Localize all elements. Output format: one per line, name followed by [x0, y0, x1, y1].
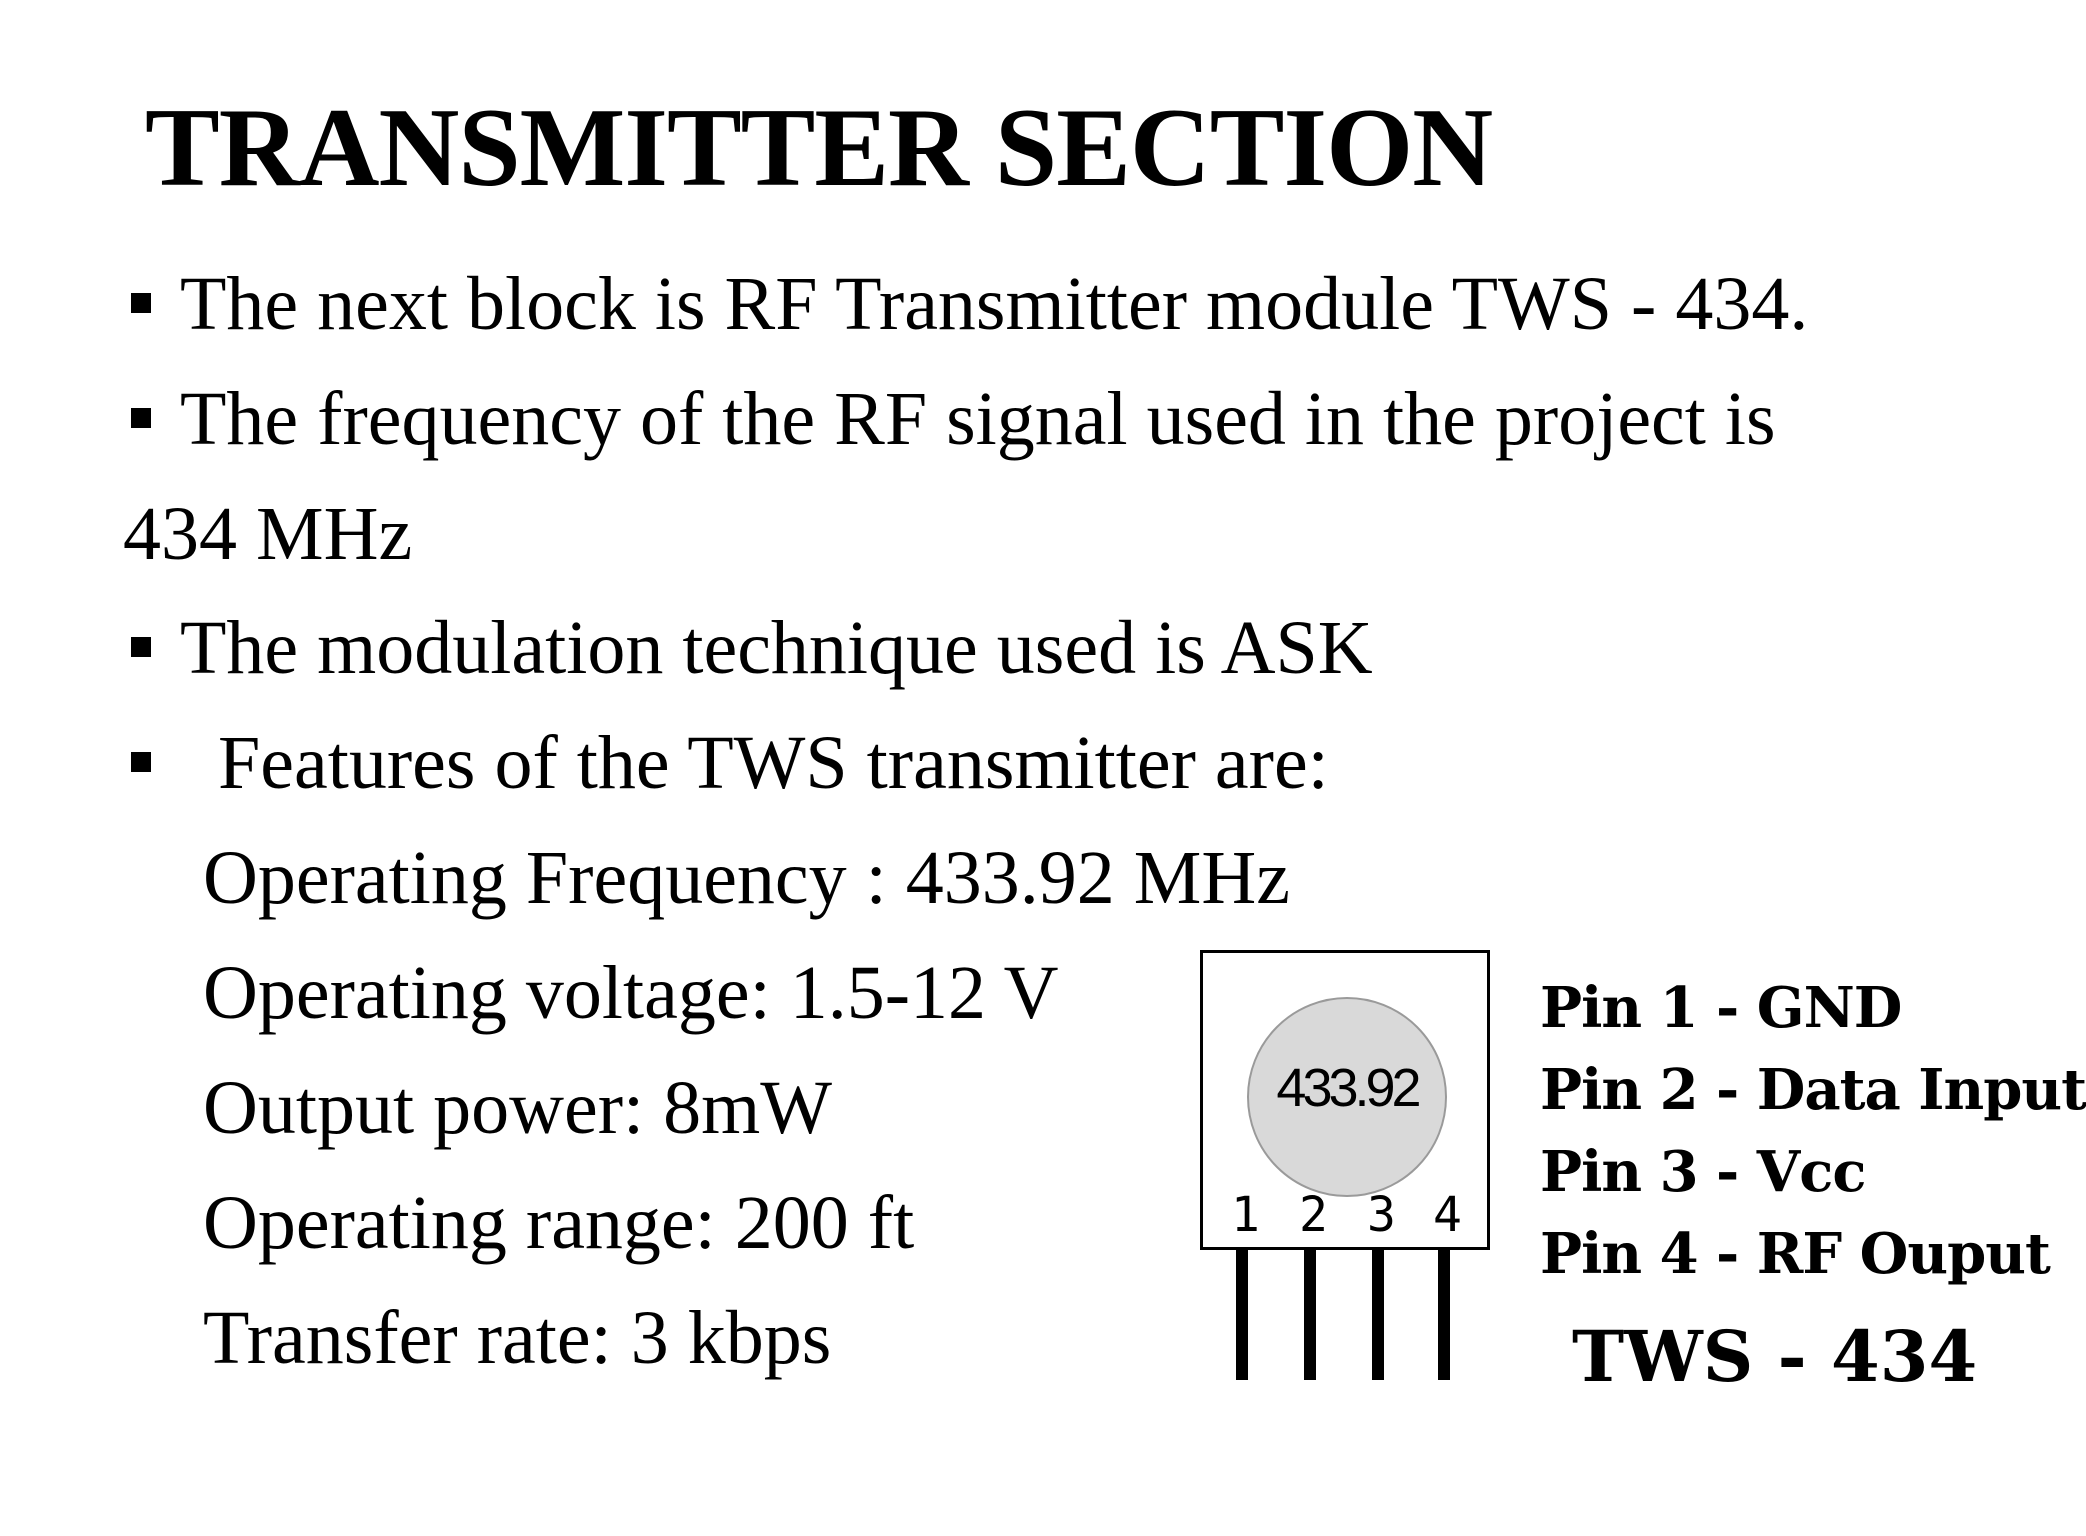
- slide-title: TRANSMITTER SECTION: [145, 86, 1493, 210]
- bullet-marker-1: [131, 293, 151, 313]
- pin-label-4: Pin 4 - RF Ouput: [1540, 1221, 2051, 1287]
- pin-leg-3: [1372, 1250, 1384, 1380]
- pin-leg-2: [1304, 1250, 1316, 1380]
- bullet-text-4: Features of the TWS transmitter are:: [218, 721, 1329, 805]
- chip-label: 433.92: [1276, 1058, 1421, 1118]
- pin-number-2: 2: [1299, 1187, 1328, 1243]
- transmitter-module-diagram: 433.92 1 2 3 4: [1200, 950, 1490, 1250]
- feature-transfer-rate: Transfer rate: 3 kbps: [203, 1296, 832, 1380]
- feature-range: Operating range: 200 ft: [203, 1181, 915, 1265]
- bullet-text-2: The frequency of the RF signal used in t…: [180, 377, 1776, 461]
- part-name-label: TWS - 434: [1572, 1315, 1978, 1398]
- feature-power: Output power: 8mW: [203, 1066, 833, 1150]
- bullet-text-1: The next block is RF Transmitter module …: [180, 262, 1809, 346]
- pin-number-1: 1: [1231, 1187, 1260, 1243]
- feature-voltage: Operating voltage: 1.5-12 V: [203, 951, 1059, 1035]
- bullet-marker-2: [131, 408, 151, 428]
- pin-label-1: Pin 1 - GND: [1540, 975, 1902, 1041]
- bullet-marker-4: [131, 752, 151, 772]
- pin-number-4: 4: [1433, 1187, 1462, 1243]
- feature-frequency: Operating Frequency : 433.92 MHz: [203, 836, 1290, 920]
- pin-label-3: Pin 3 - Vcc: [1540, 1139, 1866, 1205]
- pin-leg-1: [1236, 1250, 1248, 1380]
- module-chip: 433.92: [1247, 997, 1447, 1197]
- bullet-marker-3: [131, 637, 151, 657]
- bullet-text-2-continuation: 434 MHz: [123, 492, 413, 576]
- bullet-text-3: The modulation technique used is ASK: [180, 606, 1373, 690]
- pin-leg-4: [1438, 1250, 1450, 1380]
- pin-number-3: 3: [1367, 1187, 1396, 1243]
- pin-label-2: Pin 2 - Data Input: [1540, 1057, 2086, 1123]
